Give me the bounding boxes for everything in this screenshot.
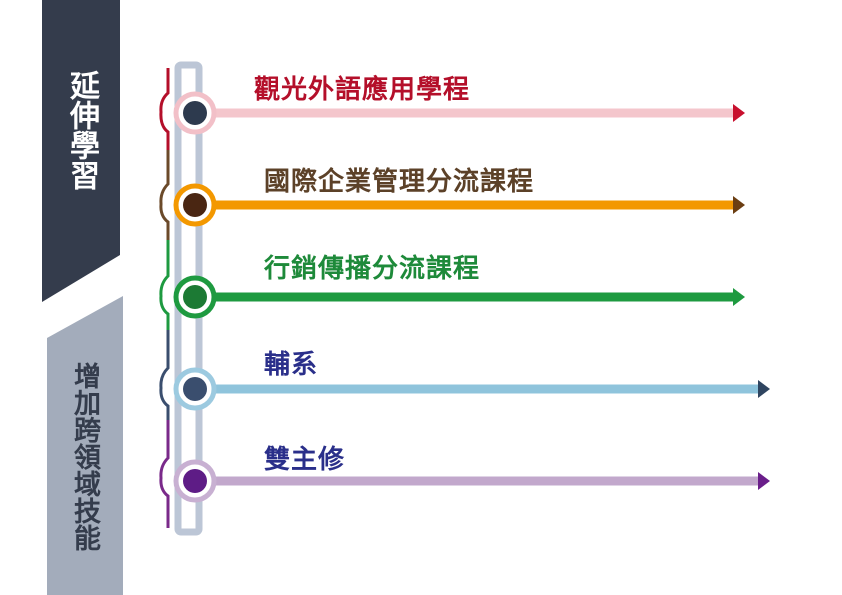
bracket-4 bbox=[159, 330, 170, 420]
bracket-3 bbox=[159, 240, 170, 330]
extend-banner-label: 延伸學習 bbox=[60, 70, 102, 190]
route-label-3: 行銷傳播分流課程 bbox=[264, 254, 481, 284]
station-3 bbox=[173, 275, 217, 319]
route-arrow-1 bbox=[733, 104, 745, 122]
route-arrow-2 bbox=[733, 196, 745, 214]
station-5 bbox=[173, 459, 217, 503]
route-arrow-4 bbox=[758, 380, 770, 398]
skills-banner-text: 增加跨領域技能 bbox=[69, 362, 100, 551]
bracket-1 bbox=[159, 68, 170, 150]
skills-banner-shape bbox=[47, 296, 123, 595]
bracket-2 bbox=[159, 150, 170, 240]
route-label-1: 觀光外語應用學程 bbox=[254, 75, 471, 105]
extend-banner-text: 延伸學習 bbox=[64, 70, 99, 190]
route-label-5: 雙主修 bbox=[264, 445, 346, 475]
route-label-4: 輔系 bbox=[264, 350, 319, 380]
extend-banner-shape bbox=[42, 0, 120, 302]
skills-banner-label: 增加跨領域技能 bbox=[63, 362, 105, 551]
route-arrow-5 bbox=[758, 472, 770, 490]
station-4 bbox=[173, 367, 217, 411]
bracket-5 bbox=[159, 420, 170, 528]
station-2 bbox=[173, 183, 217, 227]
route-label-2: 國際企業管理分流課程 bbox=[264, 167, 535, 197]
station-1 bbox=[173, 91, 217, 135]
route-arrow-3 bbox=[733, 288, 745, 306]
